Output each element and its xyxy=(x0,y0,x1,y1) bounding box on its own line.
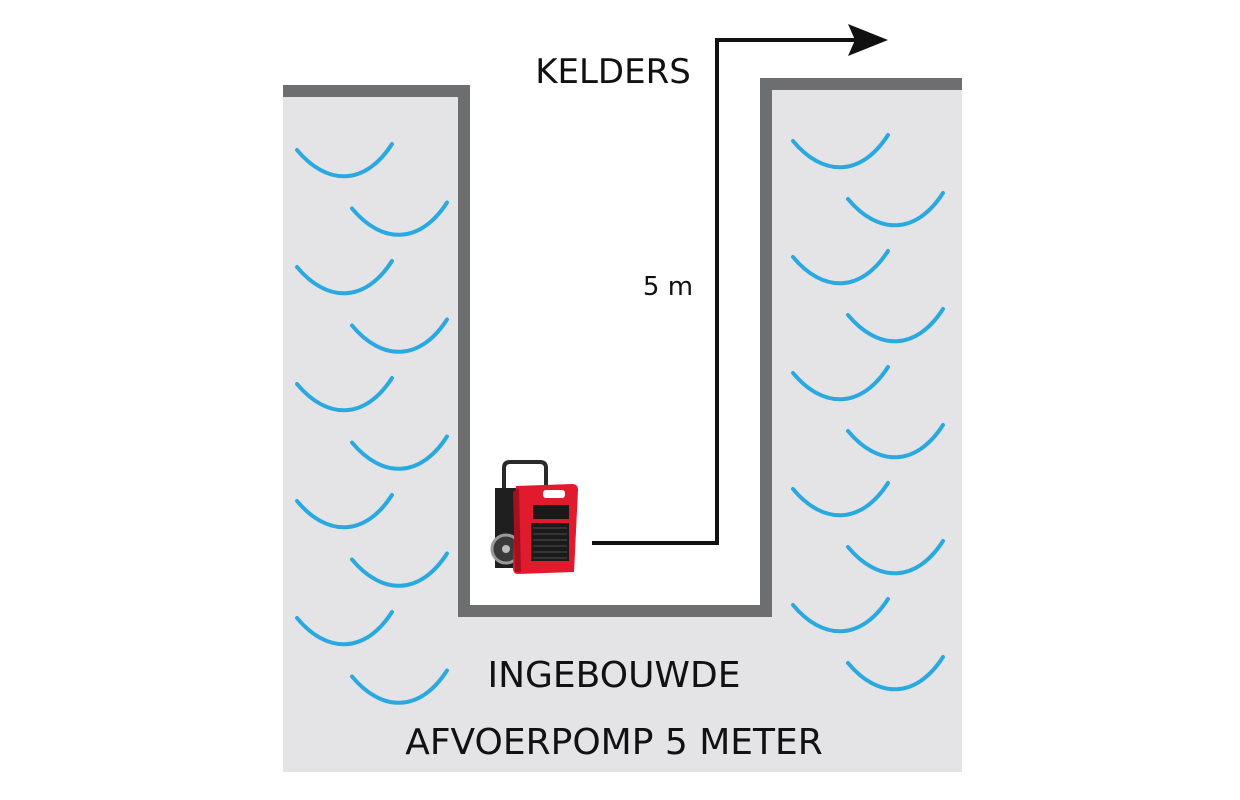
label-kelders: KELDERS xyxy=(535,52,691,92)
dehumidifier-icon xyxy=(492,462,578,574)
label-bottom-line1: INGEBOUWDE xyxy=(487,655,740,696)
label-height: 5 m xyxy=(643,272,693,302)
label-bottom-line2: AFVOERPOMP 5 METER xyxy=(405,722,823,763)
brand-badge xyxy=(543,490,565,498)
device-top-grille xyxy=(533,505,569,519)
wheel-hub xyxy=(502,545,510,553)
